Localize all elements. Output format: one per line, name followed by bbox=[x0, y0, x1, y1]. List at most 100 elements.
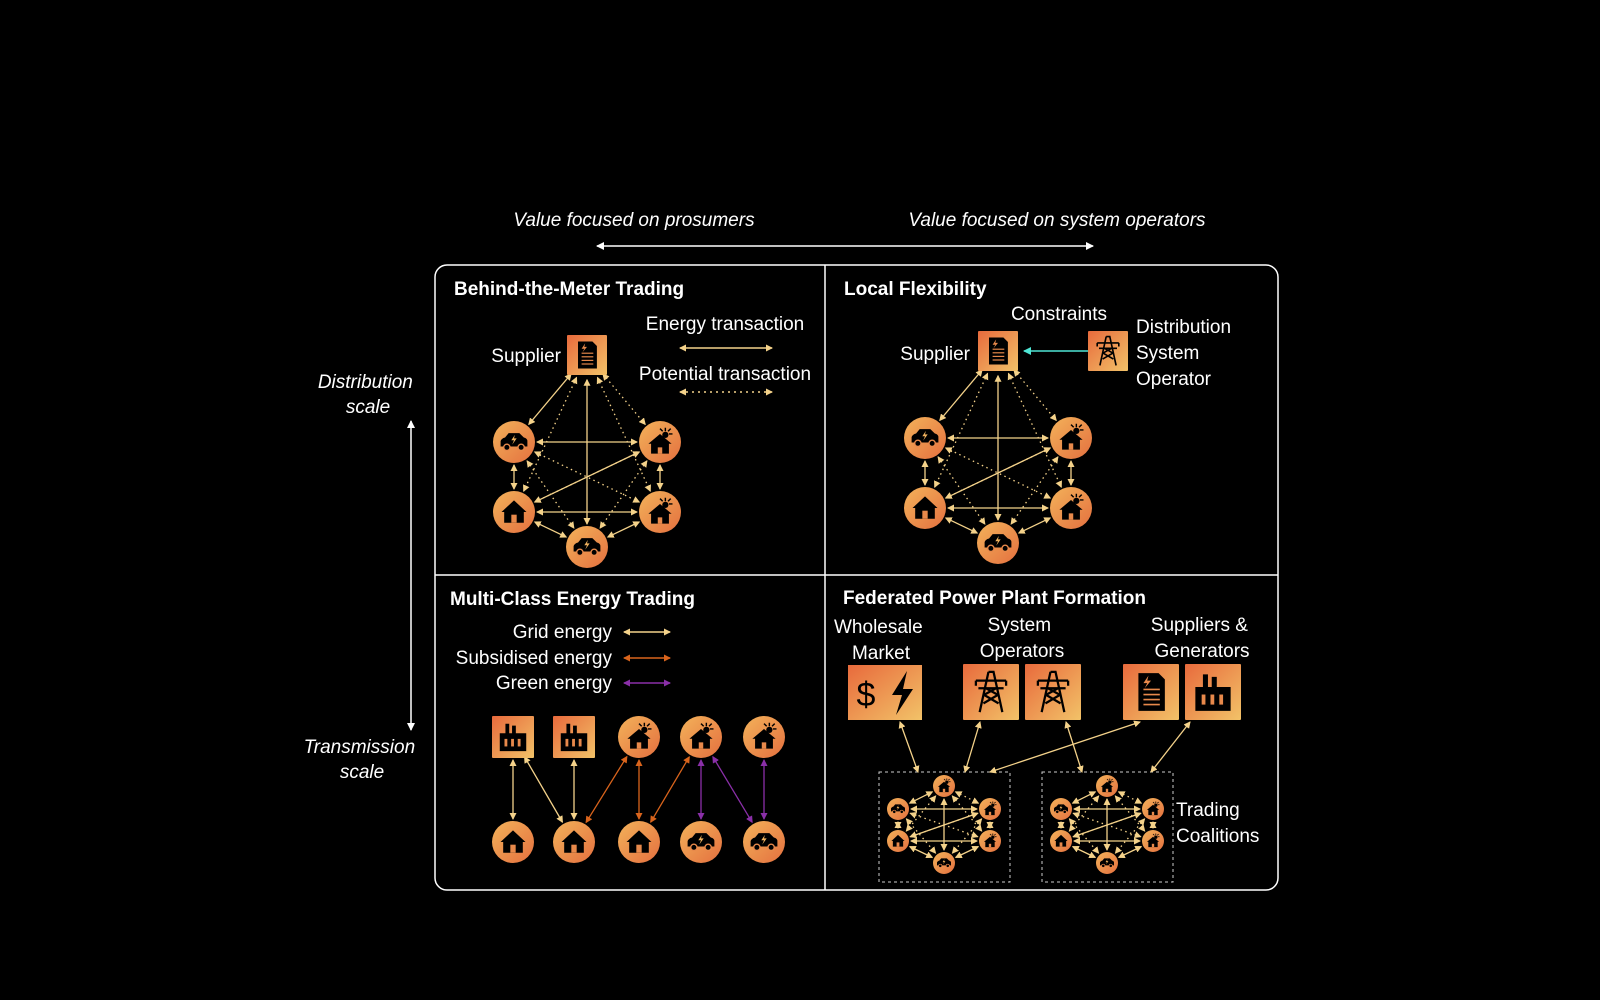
legend-potential-transaction: Potential transaction bbox=[639, 364, 811, 385]
house-icon bbox=[492, 821, 534, 863]
potential-transaction-arrow bbox=[1010, 456, 1059, 525]
fed-coalitions-label: Trading Coalitions bbox=[1176, 800, 1259, 847]
flex-title: Local Flexibility bbox=[844, 279, 987, 300]
fed-title: Federated Power Plant Formation bbox=[843, 588, 1146, 609]
energy-transaction-arrow bbox=[606, 521, 641, 538]
energy-flow-arrow bbox=[712, 755, 753, 824]
axis-distribution-line2: scale bbox=[346, 397, 390, 418]
axis-label-system-operators: Value focused on system operators bbox=[908, 210, 1206, 231]
factory-icon bbox=[492, 716, 534, 758]
energy-flow-arrow bbox=[650, 755, 690, 824]
axis-label-distribution: Distribution scale bbox=[318, 372, 418, 418]
legend-subsidised-energy: Subsidised energy bbox=[456, 648, 613, 669]
energy-flow-arrow bbox=[523, 756, 564, 823]
energy-transaction-arrow bbox=[1064, 721, 1084, 773]
solar-house-icon bbox=[680, 716, 722, 758]
energy-transaction-arrow bbox=[954, 846, 980, 858]
energy-transaction-arrow bbox=[528, 373, 572, 426]
solar-house-icon bbox=[639, 421, 681, 463]
flex-dso-line1: Distribution bbox=[1136, 317, 1231, 338]
solar-house-icon bbox=[1096, 775, 1118, 797]
flex-constraints-label: Constraints bbox=[1011, 304, 1107, 325]
energy-transaction-arrow bbox=[908, 846, 934, 858]
energy-transaction-arrow bbox=[1017, 517, 1052, 534]
energy-transaction-arrow bbox=[1071, 846, 1097, 858]
fed-wholesale-line2: Market bbox=[852, 643, 911, 664]
legend-green-energy: Green energy bbox=[496, 673, 613, 694]
car-icon bbox=[680, 821, 722, 863]
axis-label-transmission: Transmission scale bbox=[304, 737, 421, 783]
house-icon bbox=[887, 830, 909, 852]
energy-transaction-arrow bbox=[1071, 791, 1097, 804]
btm-title: Behind-the-Meter Trading bbox=[454, 279, 684, 300]
potential-transaction-arrow bbox=[1117, 791, 1143, 804]
energy-transaction-arrow bbox=[1150, 721, 1191, 773]
flex-dso-line3: Operator bbox=[1136, 369, 1212, 390]
potential-transaction-arrow bbox=[937, 456, 986, 525]
potential-transaction-arrow bbox=[954, 791, 980, 804]
potential-transaction-arrow bbox=[1013, 369, 1057, 422]
potential-transaction-arrow bbox=[599, 460, 648, 529]
potential-transaction-arrow bbox=[596, 376, 651, 493]
legend-energy-transaction: Energy transaction bbox=[646, 314, 804, 335]
quadrant-frame bbox=[434, 264, 1279, 891]
potential-transaction-arrow bbox=[934, 372, 989, 489]
flex-network bbox=[904, 331, 1128, 564]
solar-house-icon bbox=[933, 775, 955, 797]
axis-transmission-line1: Transmission bbox=[304, 737, 416, 758]
potential-transaction-arrow bbox=[523, 376, 578, 493]
solar-house-icon bbox=[1142, 798, 1164, 820]
ev-icon bbox=[566, 526, 608, 568]
energy-transaction-arrow bbox=[1117, 846, 1143, 858]
ev-icon bbox=[743, 821, 785, 863]
potential-transaction-arrow bbox=[1072, 811, 1142, 839]
energy-transaction-arrow bbox=[939, 369, 983, 422]
energy-transaction-arrow bbox=[989, 720, 1141, 774]
axis-distribution-line1: Distribution bbox=[318, 372, 413, 393]
multi-title: Multi-Class Energy Trading bbox=[450, 589, 695, 610]
house-icon bbox=[618, 821, 660, 863]
house-icon bbox=[904, 487, 946, 529]
fed-network: $ bbox=[848, 664, 1241, 883]
house-icon bbox=[493, 491, 535, 533]
solar-house-icon bbox=[1142, 830, 1164, 852]
car-icon bbox=[1050, 798, 1072, 820]
house-icon bbox=[553, 821, 595, 863]
wholesale-market-icon: $ bbox=[848, 665, 922, 720]
axis-label-prosumers: Value focused on prosumers bbox=[513, 210, 755, 231]
solar-house-icon bbox=[1050, 417, 1092, 459]
factory-icon bbox=[553, 716, 595, 758]
energy-transaction-arrow bbox=[533, 521, 568, 538]
fed-suppliers-label: Suppliers & Generators bbox=[1151, 615, 1253, 662]
car-icon bbox=[493, 421, 535, 463]
solar-house-icon bbox=[618, 716, 660, 758]
energy-flow-arrow bbox=[585, 755, 628, 824]
pylon-icon bbox=[1025, 664, 1081, 720]
fed-coalitions-line2: Coalitions bbox=[1176, 826, 1259, 847]
multi-network bbox=[492, 716, 785, 863]
fed-wholesale-line1: Wholesale bbox=[834, 617, 923, 638]
lightning-icon bbox=[892, 671, 913, 715]
ev-icon bbox=[1096, 852, 1118, 874]
fed-operators-label: System Operators bbox=[980, 615, 1064, 662]
document-icon bbox=[978, 331, 1018, 371]
energy-transaction-arrow bbox=[898, 721, 920, 773]
pylon-icon bbox=[1088, 331, 1128, 371]
flex-dso-label: Distribution System Operator bbox=[1136, 317, 1236, 390]
ev-icon bbox=[933, 852, 955, 874]
ev-icon bbox=[977, 522, 1019, 564]
btm-network bbox=[493, 335, 681, 568]
solar-house-icon bbox=[979, 798, 1001, 820]
potential-transaction-arrow bbox=[1007, 372, 1062, 489]
fed-suppliers-line2: Generators bbox=[1154, 641, 1249, 662]
car-icon bbox=[904, 417, 946, 459]
solar-house-icon bbox=[1050, 487, 1092, 529]
flex-dso-line2: System bbox=[1136, 343, 1199, 364]
coalition-box bbox=[1041, 771, 1174, 883]
legend-grid-energy: Grid energy bbox=[513, 622, 613, 643]
car-icon bbox=[887, 798, 909, 820]
fed-operators-line1: System bbox=[988, 615, 1051, 636]
coalition-box bbox=[878, 771, 1011, 883]
document-icon bbox=[1123, 664, 1179, 720]
fed-coalitions-line1: Trading bbox=[1176, 800, 1240, 821]
